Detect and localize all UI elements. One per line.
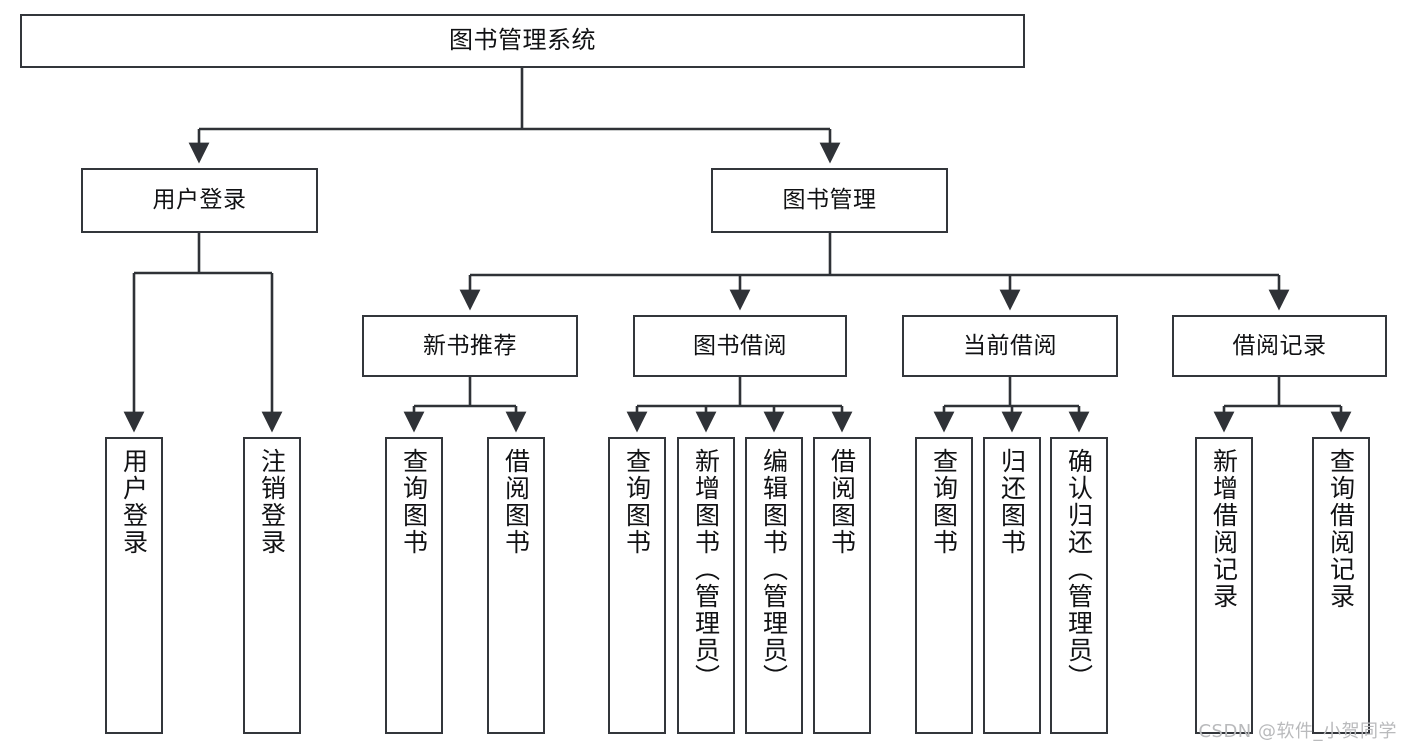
node-leaf-query-borrow-record-label: 查询借阅记录 [1326, 448, 1356, 610]
node-book-borrow[interactable]: 图书借阅 [633, 315, 847, 377]
node-user-login[interactable]: 用户登录 [81, 168, 318, 233]
node-leaf-borrow-book-2[interactable]: 借阅图书 [813, 437, 871, 734]
node-leaf-add-book-label: 新增图书（管理员） [691, 448, 721, 691]
node-leaf-query-book-1[interactable]: 查询图书 [385, 437, 443, 734]
node-leaf-borrow-book-2-label: 借阅图书 [827, 448, 857, 556]
node-leaf-return-book[interactable]: 归还图书 [983, 437, 1041, 734]
node-borrow-record[interactable]: 借阅记录 [1172, 315, 1387, 377]
node-leaf-add-borrow-record-label: 新增借阅记录 [1209, 448, 1239, 610]
node-leaf-user-logout-label: 注销登录 [257, 448, 287, 556]
node-leaf-edit-book-label: 编辑图书（管理员） [759, 448, 789, 691]
node-leaf-add-borrow-record[interactable]: 新增借阅记录 [1195, 437, 1253, 734]
node-leaf-query-book-3[interactable]: 查询图书 [915, 437, 973, 734]
csdn-watermark: CSDN @软件_小贺同学 [1198, 721, 1397, 742]
node-new-book-recommend-label: 新书推荐 [423, 332, 517, 359]
node-leaf-confirm-return-label: 确认归还（管理员） [1064, 448, 1094, 691]
node-leaf-confirm-return[interactable]: 确认归还（管理员） [1050, 437, 1108, 734]
node-leaf-query-borrow-record[interactable]: 查询借阅记录 [1312, 437, 1370, 734]
node-root-label: 图书管理系统 [449, 26, 596, 55]
node-user-login-label: 用户登录 [152, 187, 247, 214]
node-leaf-user-login-label: 用户登录 [119, 448, 149, 556]
node-new-book-recommend[interactable]: 新书推荐 [362, 315, 578, 377]
node-borrow-record-label: 借阅记录 [1232, 332, 1327, 359]
node-current-borrow[interactable]: 当前借阅 [902, 315, 1118, 377]
node-root[interactable]: 图书管理系统 [20, 14, 1025, 68]
node-leaf-query-book-2[interactable]: 查询图书 [608, 437, 666, 734]
node-leaf-return-book-label: 归还图书 [997, 448, 1027, 556]
node-leaf-edit-book[interactable]: 编辑图书（管理员） [745, 437, 803, 734]
node-leaf-add-book[interactable]: 新增图书（管理员） [677, 437, 735, 734]
node-leaf-query-book-3-label: 查询图书 [929, 448, 959, 556]
node-current-borrow-label: 当前借阅 [963, 332, 1057, 359]
node-leaf-query-book-1-label: 查询图书 [399, 448, 429, 556]
node-leaf-query-book-2-label: 查询图书 [622, 448, 652, 556]
node-leaf-user-logout[interactable]: 注销登录 [243, 437, 301, 734]
node-book-borrow-label: 图书借阅 [693, 332, 787, 359]
node-book-manage-label: 图书管理 [782, 187, 877, 214]
node-leaf-user-login[interactable]: 用户登录 [105, 437, 163, 734]
node-leaf-borrow-book-1-label: 借阅图书 [501, 448, 531, 556]
node-book-manage[interactable]: 图书管理 [711, 168, 948, 233]
node-leaf-borrow-book-1[interactable]: 借阅图书 [487, 437, 545, 734]
